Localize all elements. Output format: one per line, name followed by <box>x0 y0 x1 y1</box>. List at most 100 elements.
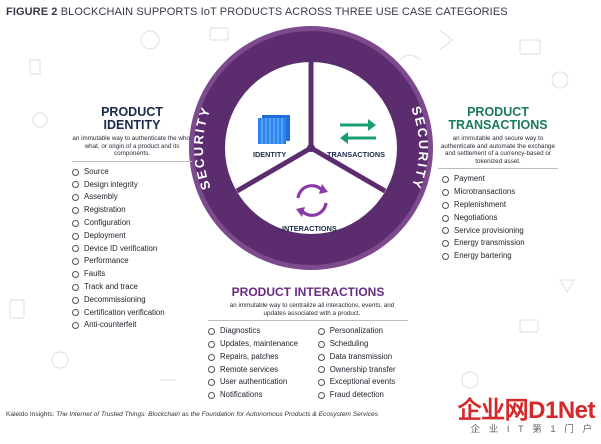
identity-item-label: Performance <box>84 255 129 268</box>
product-interactions-title: PRODUCT INTERACTIONS <box>208 286 408 299</box>
identity-item-label: Configuration <box>84 217 130 230</box>
bullet-circle-icon <box>442 253 449 260</box>
list-item: Performance <box>72 255 192 268</box>
product-transactions-section: PRODUCT TRANSACTIONS an immutable and se… <box>438 106 558 263</box>
product-identity-list: SourceDesign integrityAssemblyRegistrati… <box>72 166 192 332</box>
bullet-circle-icon <box>72 181 79 188</box>
list-item: Ownership transfer <box>318 364 408 377</box>
list-item: Energy transmission <box>442 237 558 250</box>
identity-item-label: Anti-counterfeit <box>84 319 136 332</box>
bullet-circle-icon <box>442 202 449 209</box>
bullet-circle-icon <box>72 271 79 278</box>
list-item: Repairs, patches <box>208 351 304 364</box>
list-item: Microtransactions <box>442 186 558 199</box>
bullet-circle-icon <box>72 220 79 227</box>
list-item: Deployment <box>72 230 192 243</box>
bullet-circle-icon <box>318 354 325 361</box>
identity-item-label: Track and trace <box>84 281 138 294</box>
list-item: Registration <box>72 204 192 217</box>
interactions-item-label: Notifications <box>220 389 262 402</box>
transactions-item-label: Service provisioning <box>454 225 524 238</box>
bullet-circle-icon <box>442 215 449 222</box>
product-identity-title: PRODUCT IDENTITY <box>72 106 192 132</box>
identity-item-label: Faults <box>84 268 105 281</box>
product-identity-description: an immutable way to authenticate the who… <box>72 135 192 158</box>
segment-label-transactions: TRANSACTIONS <box>327 150 385 159</box>
list-item: User authentication <box>208 376 304 389</box>
identity-item-label: Decommissioning <box>84 294 146 307</box>
identity-item-label: Deployment <box>84 230 126 243</box>
list-item: Energy bartering <box>442 250 558 263</box>
bullet-circle-icon <box>318 392 325 399</box>
bullet-circle-icon <box>208 366 215 373</box>
list-item: Device ID verification <box>72 243 192 256</box>
list-item: Payment <box>442 173 558 186</box>
list-item: Negotiations <box>442 212 558 225</box>
watermark-main: 企业网D1Net <box>458 398 595 424</box>
product-transactions-description: an immutable and secure way to authentic… <box>438 135 558 165</box>
list-item: Track and trace <box>72 281 192 294</box>
identity-item-label: Device ID verification <box>84 243 157 256</box>
bullet-circle-icon <box>72 297 79 304</box>
transactions-item-label: Energy transmission <box>454 237 525 250</box>
figure-caption: Kaleido Insights: The Internet of Truste… <box>6 411 378 418</box>
watermark-sub: 企 业 I T 第 1 门 户 <box>458 424 595 435</box>
interactions-item-label: Scheduling <box>330 338 369 351</box>
bullet-circle-icon <box>72 309 79 316</box>
bullet-circle-icon <box>318 366 325 373</box>
list-item: Updates, maintenance <box>208 338 304 351</box>
product-transactions-title: PRODUCT TRANSACTIONS <box>438 106 558 132</box>
list-item: Remote services <box>208 364 304 377</box>
identity-item-label: Design integrity <box>84 179 138 192</box>
bullet-circle-icon <box>318 341 325 348</box>
transactions-item-label: Energy bartering <box>454 250 512 263</box>
list-item: Fraud detection <box>318 389 408 402</box>
interactions-item-label: Exceptional events <box>330 376 395 389</box>
interactions-item-label: User authentication <box>220 376 287 389</box>
bullet-circle-icon <box>318 379 325 386</box>
list-item: Exceptional events <box>318 376 408 389</box>
list-item: Certification verification <box>72 307 192 320</box>
list-item: Data transmission <box>318 351 408 364</box>
bullet-circle-icon <box>72 284 79 291</box>
bullet-circle-icon <box>72 233 79 240</box>
list-item: Faults <box>72 268 192 281</box>
product-identity-section: PRODUCT IDENTITY an immutable way to aut… <box>72 106 192 332</box>
product-interactions-section: PRODUCT INTERACTIONS an immutable way to… <box>208 286 408 402</box>
identity-item-label: Assembly <box>84 191 118 204</box>
interactions-item-label: Ownership transfer <box>330 364 396 377</box>
transactions-item-label: Microtransactions <box>454 186 515 199</box>
identity-item-label: Certification verification <box>84 307 165 320</box>
interactions-item-label: Repairs, patches <box>220 351 279 364</box>
transactions-item-label: Replenishment <box>454 199 506 212</box>
transactions-item-label: Payment <box>454 173 485 186</box>
bullet-circle-icon <box>442 176 449 183</box>
identity-icon <box>258 115 290 144</box>
bullet-circle-icon <box>442 240 449 247</box>
bullet-circle-icon <box>208 328 215 335</box>
transactions-item-label: Negotiations <box>454 212 497 225</box>
bullet-circle-icon <box>208 341 215 348</box>
identity-item-label: Source <box>84 166 109 179</box>
list-item: Configuration <box>72 217 192 230</box>
watermark-logo: 企业网D1Net 企 业 I T 第 1 门 户 <box>458 398 595 435</box>
bullet-circle-icon <box>208 354 215 361</box>
bullet-circle-icon <box>442 227 449 234</box>
segment-label-identity: IDENTITY <box>253 150 286 159</box>
interactions-item-label: Personalization <box>330 325 383 338</box>
list-item: Replenishment <box>442 199 558 212</box>
bullet-circle-icon <box>208 392 215 399</box>
list-item: Scheduling <box>318 338 408 351</box>
segment-label-interactions: INTERACTIONS <box>282 224 337 233</box>
product-interactions-description: an immutable way to centralize all inter… <box>222 302 402 317</box>
bullet-circle-icon <box>208 379 215 386</box>
list-item: Personalization <box>318 325 408 338</box>
bullet-circle-icon <box>72 322 79 329</box>
identity-item-label: Registration <box>84 204 126 217</box>
bullet-circle-icon <box>72 207 79 214</box>
list-item: Source <box>72 166 192 179</box>
list-item: Decommissioning <box>72 294 192 307</box>
